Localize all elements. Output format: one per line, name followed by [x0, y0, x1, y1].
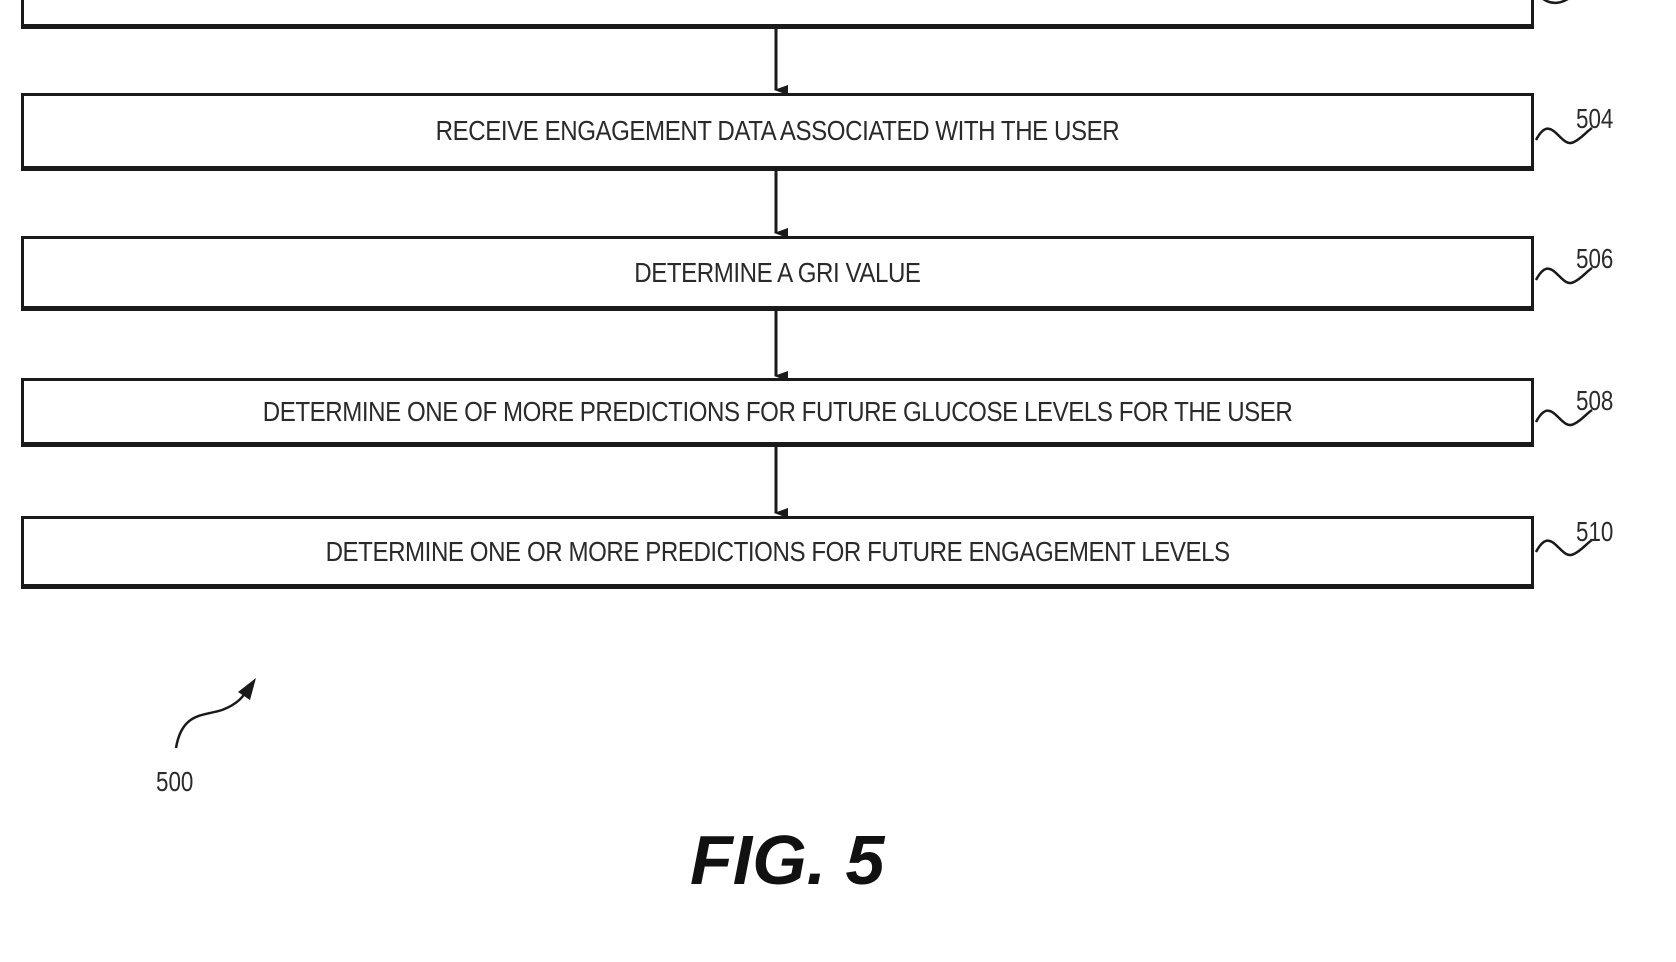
flow-step-504-text: RECEIVE ENGAGEMENT DATA ASSOCIATED WITH … [436, 115, 1120, 147]
diagram-ref-label: 500 [156, 766, 193, 798]
diagram-ref-arrow [176, 688, 248, 748]
flow-step-506-text: DETERMINE A GRI VALUE [634, 257, 920, 289]
leader-line-top [1536, 0, 1574, 3]
flow-step-510-text: DETERMINE ONE OR MORE PREDICTIONS FOR FU… [325, 536, 1229, 568]
flow-step-top [21, 0, 1534, 27]
flow-step-508: DETERMINE ONE OF MORE PREDICTIONS FOR FU… [21, 378, 1534, 445]
flow-step-510: DETERMINE ONE OR MORE PREDICTIONS FOR FU… [21, 516, 1534, 587]
ref-label-508: 508 [1576, 385, 1613, 417]
flow-step-506: DETERMINE A GRI VALUE [21, 236, 1534, 309]
ref-label-506: 506 [1576, 243, 1613, 275]
ref-label-504: 504 [1576, 103, 1613, 135]
ref-label-510: 510 [1576, 516, 1613, 548]
flow-step-508-text: DETERMINE ONE OF MORE PREDICTIONS FOR FU… [263, 396, 1293, 428]
figure-title: FIG. 5 [690, 820, 884, 900]
flow-step-504: RECEIVE ENGAGEMENT DATA ASSOCIATED WITH … [21, 93, 1534, 169]
